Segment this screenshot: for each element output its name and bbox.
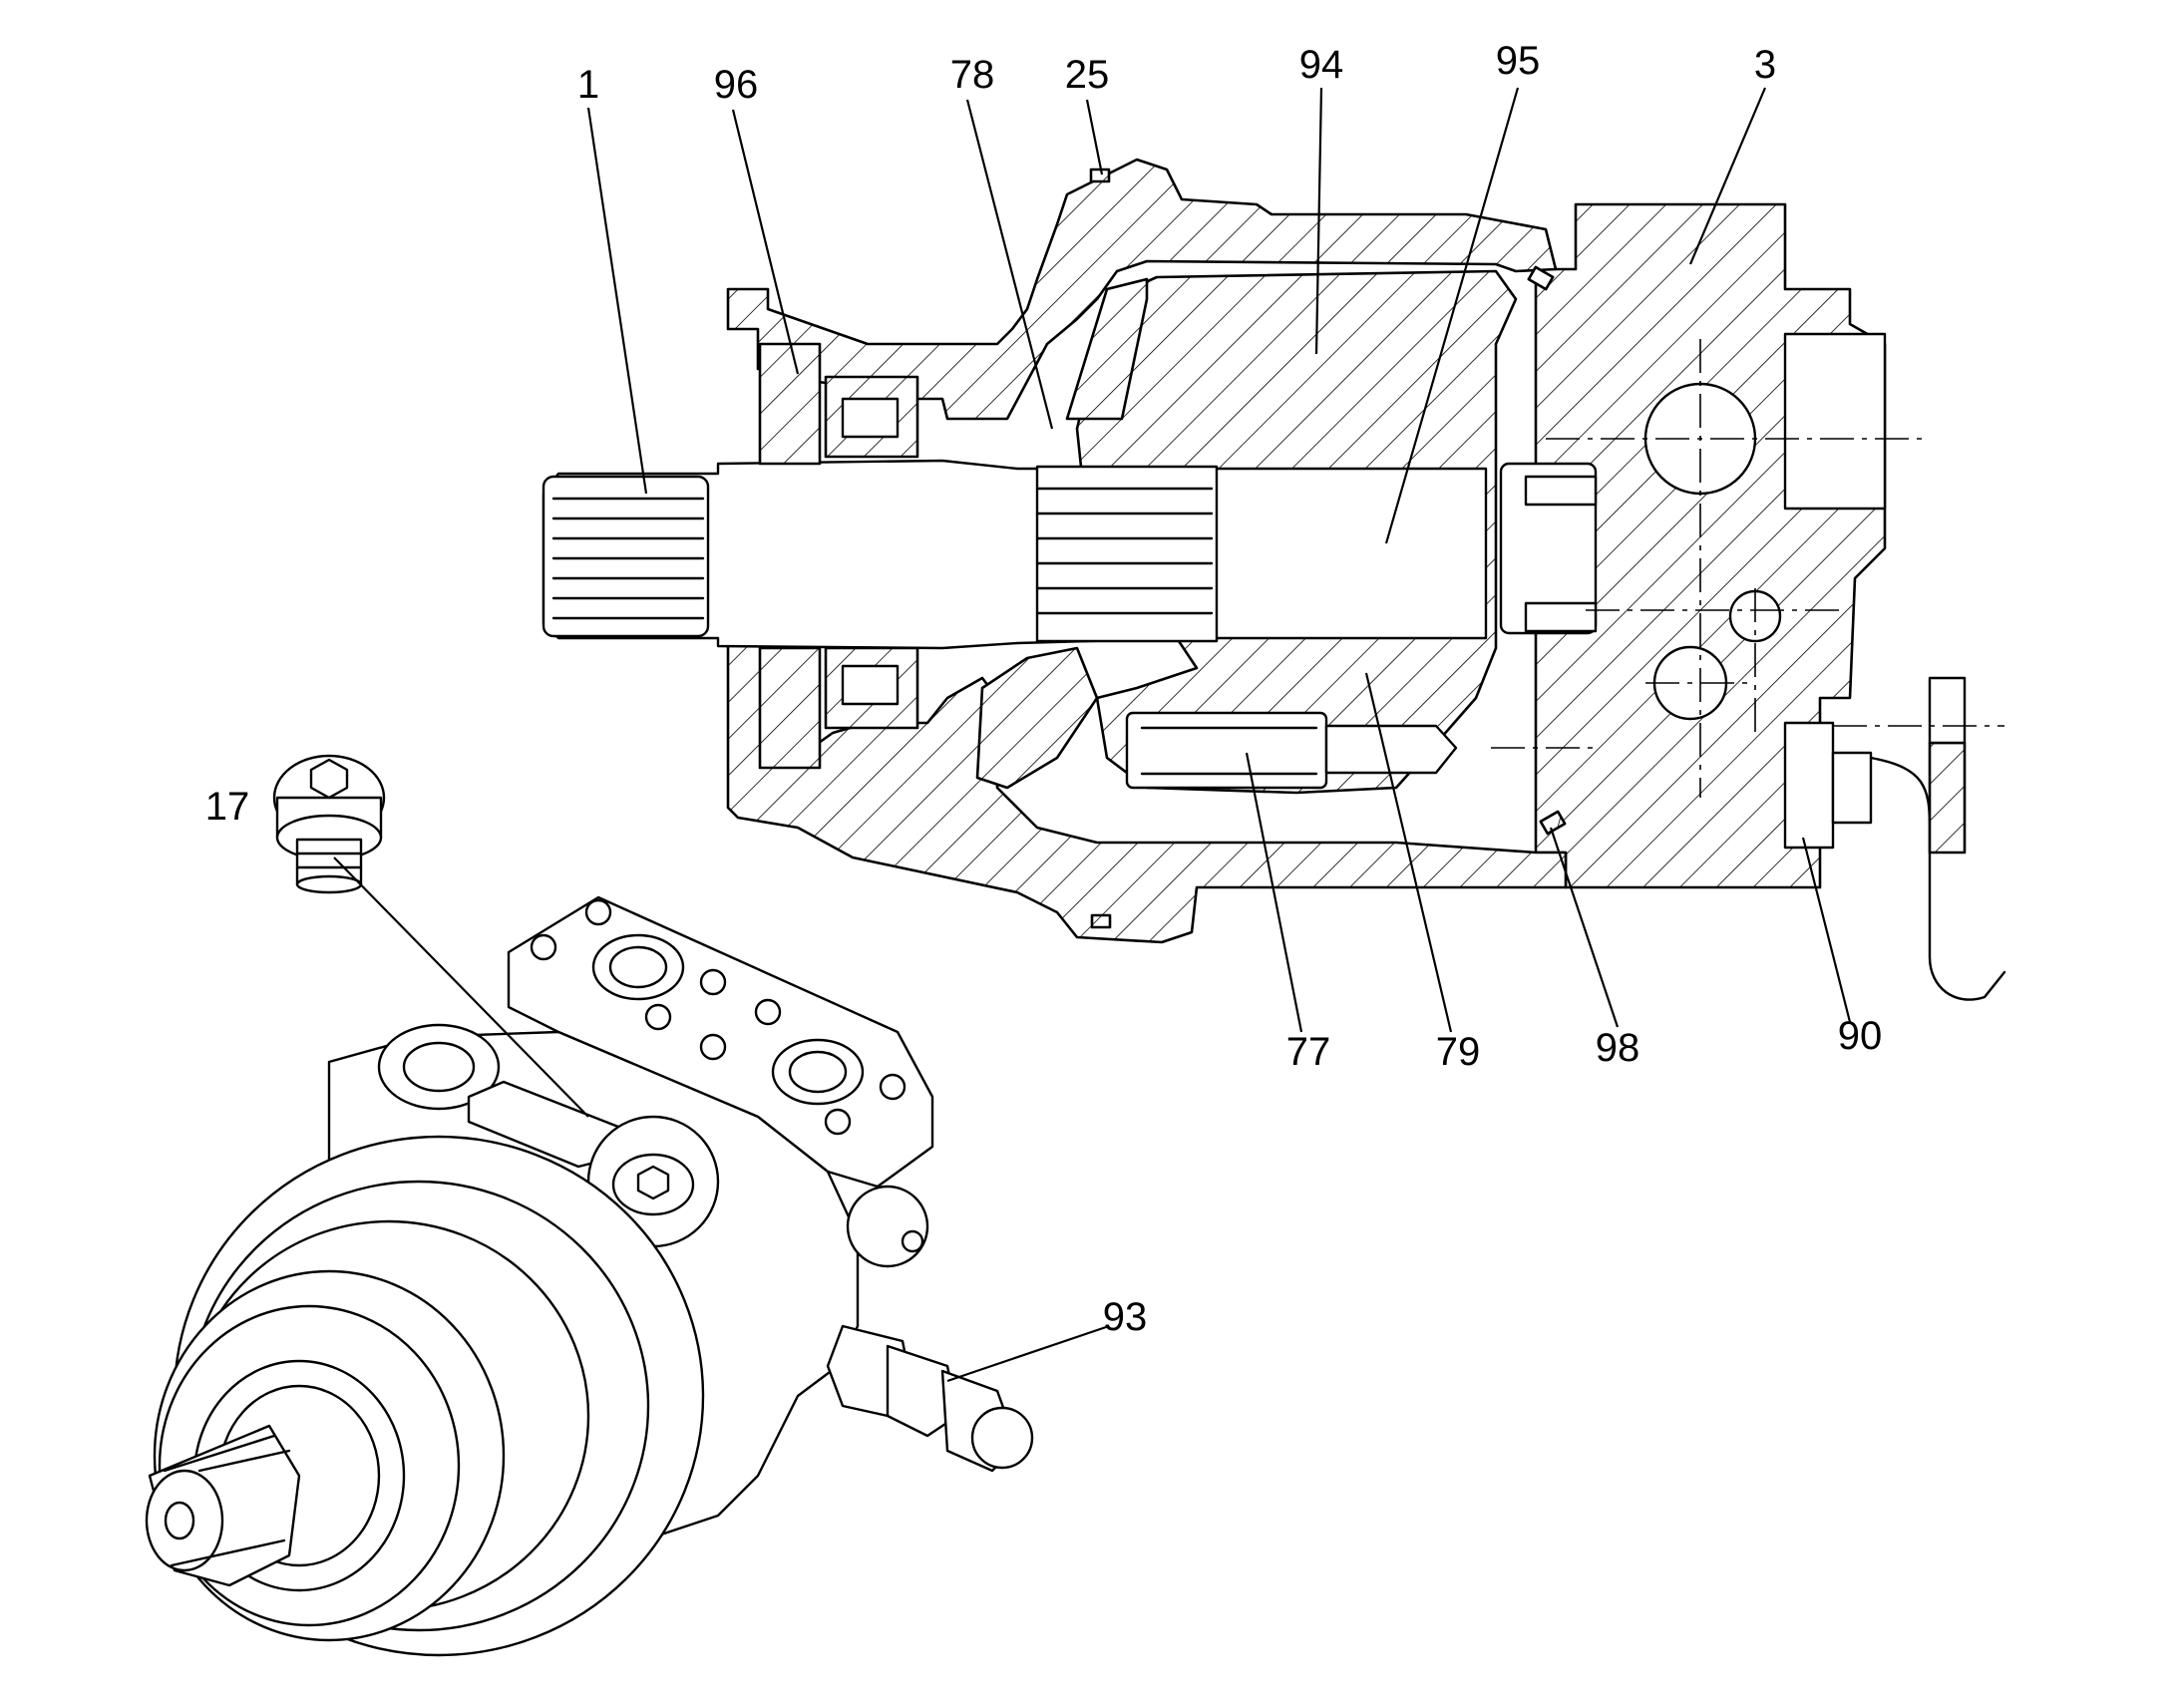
sensor-head	[1928, 676, 1967, 745]
o-ring-seal-lower	[1539, 810, 1567, 836]
centre-pin	[1524, 475, 1598, 507]
callout-94: 94	[1299, 43, 1344, 87]
seal-25-lower	[1090, 913, 1112, 929]
valve-body[interactable]	[1783, 721, 1835, 850]
drive-shaft[interactable]	[542, 459, 1488, 650]
piston[interactable]	[1125, 711, 1328, 790]
side-valve	[846, 1185, 929, 1268]
centre-pin-bearing	[1499, 462, 1598, 635]
shaft-inner-spline	[1035, 465, 1219, 643]
callout-93: 93	[1103, 1295, 1148, 1339]
flushing-valve[interactable]	[826, 1324, 1034, 1473]
valve-nut	[1831, 751, 1873, 825]
callout-90: 90	[1838, 1014, 1883, 1058]
cap-screw[interactable]	[272, 754, 386, 894]
callout-78: 78	[950, 53, 995, 97]
callout-96: 96	[714, 63, 759, 107]
callout-3: 3	[1754, 43, 1776, 87]
shaft-spline-grooves	[551, 497, 705, 620]
callout-77: 77	[1286, 1030, 1331, 1074]
sensor-cable	[1869, 756, 2006, 1001]
shaft-seal-ring	[758, 342, 822, 466]
sensor-bracket	[1928, 741, 1967, 854]
seal-25-upper	[1089, 168, 1111, 183]
piston-rod	[1324, 724, 1458, 775]
callout-25: 25	[1065, 53, 1110, 97]
callout-17: 17	[205, 785, 250, 829]
output-shaft-spline[interactable]	[145, 1424, 301, 1587]
callout-98: 98	[1596, 1026, 1640, 1070]
front-bearing-roller-upper	[841, 397, 900, 439]
tapered-bearing-upper	[1065, 277, 1149, 421]
shaft-seal-ring-lower	[758, 646, 822, 770]
callout-labels: 1 96 78 25 94 95 3 17 77 79 98 90 93	[205, 39, 1883, 1339]
threaded-port	[1783, 332, 1887, 511]
tapered-bearing-lower	[975, 646, 1099, 790]
callout-79: 79	[1436, 1030, 1481, 1074]
motor-3d-view	[145, 895, 1034, 1657]
o-ring-seal-upper	[1527, 265, 1555, 291]
shaft-spline-end[interactable]	[542, 475, 710, 638]
callout-95: 95	[1496, 39, 1541, 83]
centre-pin-lower	[1524, 601, 1598, 633]
callout-1: 1	[577, 63, 599, 107]
cross-section-view	[542, 158, 2006, 1001]
front-bearing-roller-lower	[841, 664, 900, 706]
leader-lines	[333, 87, 1852, 1383]
